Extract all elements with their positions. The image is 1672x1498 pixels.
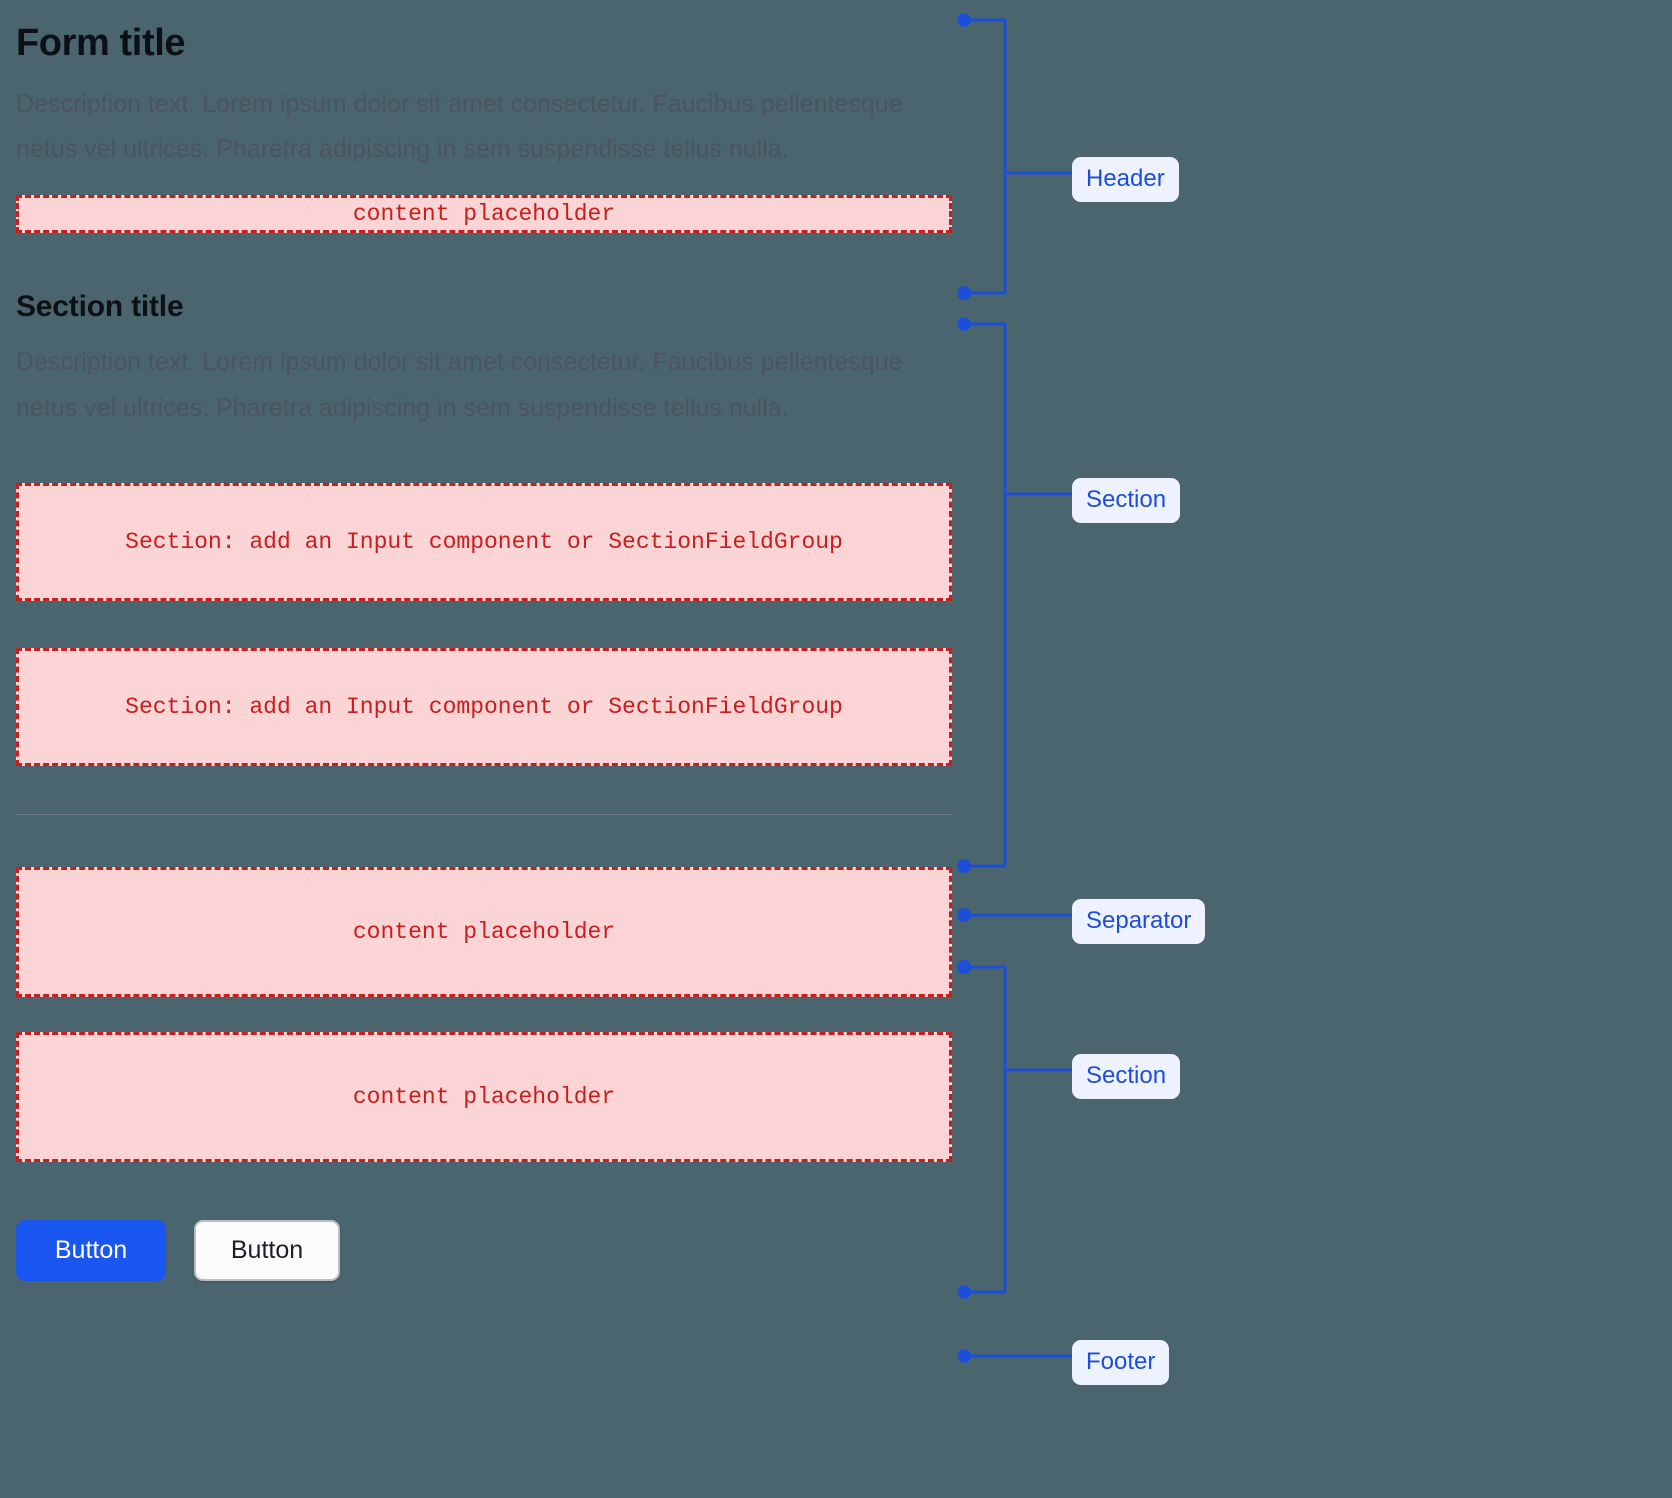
section-field-placeholder-2[interactable]: Section: add an Input component or Secti… [16,648,952,767]
secondary-content-placeholder-2[interactable]: content placeholder [16,1032,952,1163]
section-title: Section title [16,289,184,323]
separator [16,814,952,816]
annotation-badge-footer-4[interactable]: Footer [1072,1340,1170,1385]
secondary-content-placeholder-1[interactable]: content placeholder [16,867,952,998]
secondary-button[interactable]: Button [194,1220,340,1282]
annotation-badge-header-0[interactable]: Header [1072,157,1179,202]
page-title: Form title [16,22,186,64]
primary-button[interactable]: Button [16,1220,166,1282]
form-section-secondary: content placeholder content placeholder [16,867,952,1163]
annotation-badge-section-1[interactable]: Section [1072,478,1181,523]
section-description: Description text. Lorem ipsum dolor sit … [16,348,903,422]
form-container: Form title Description text. Lorem ipsum… [16,0,952,1282]
annotation-badge-section-3[interactable]: Section [1072,1054,1181,1099]
form-header: Form title Description text. Lorem ipsum… [16,22,952,233]
form-description: Description text. Lorem ipsum dolor sit … [16,89,903,164]
section-field-placeholder-1[interactable]: Section: add an Input component or Secti… [16,483,952,602]
form-footer: Button Button [16,1220,952,1282]
annotation-badge-separator-2[interactable]: Separator [1072,899,1206,944]
header-content-placeholder[interactable]: content placeholder [16,194,952,233]
form-section: Section title Description text. Lorem ip… [16,290,952,767]
